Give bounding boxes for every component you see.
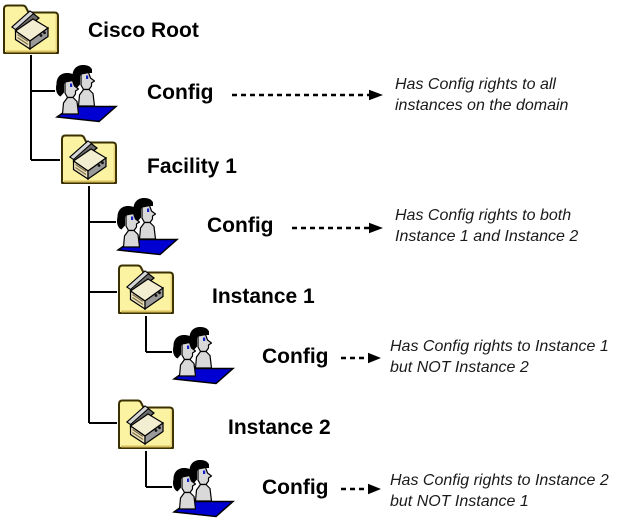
config-group-label: Config	[147, 81, 214, 104]
annotation-line-2: but NOT Instance 2	[390, 359, 529, 376]
user-group-icon	[55, 60, 119, 124]
dashed-arrow	[341, 352, 381, 364]
folder-icon-cisco-root	[2, 2, 60, 56]
annotation-line-1: Has Config rights to all	[395, 76, 556, 93]
config-group-label: Config	[262, 476, 329, 499]
annotation-line-2: Instance 1 and Instance 2	[395, 228, 579, 245]
config-rights-annotation: Has Config rights to both Instance 1 and…	[395, 205, 578, 247]
config-group-label: Config	[262, 345, 329, 368]
node-label-instance-1: Instance 1	[212, 285, 315, 308]
config-rights-annotation: Has Config rights to all instances on th…	[395, 74, 568, 116]
dashed-arrow	[232, 89, 383, 101]
annotation-line-2: instances on the domain	[395, 97, 569, 114]
annotation-line-2: but NOT Instance 1	[390, 493, 529, 510]
annotation-line-1: Has Config rights to both	[395, 207, 572, 224]
config-rights-annotation: Has Config rights to Instance 1 but NOT …	[390, 336, 609, 378]
folder-icon-facility-1	[60, 132, 118, 186]
folder-icon-instance-1	[117, 262, 175, 316]
dashed-arrow	[292, 222, 383, 234]
folder-icon-instance-2	[117, 397, 175, 451]
user-group-icon	[116, 193, 180, 257]
node-label-cisco-root: Cisco Root	[88, 19, 199, 42]
node-label-facility-1: Facility 1	[147, 155, 237, 178]
config-rights-annotation: Has Config rights to Instance 2 but NOT …	[390, 470, 609, 512]
node-label-instance-2: Instance 2	[228, 416, 331, 439]
config-group-label: Config	[207, 214, 274, 237]
user-group-icon	[172, 455, 236, 519]
annotation-line-1: Has Config rights to Instance 2	[390, 472, 609, 489]
user-group-icon	[172, 322, 236, 386]
tree-branch-lines	[30, 55, 172, 488]
dashed-arrow	[341, 483, 381, 495]
annotation-line-1: Has Config rights to Instance 1	[390, 338, 609, 355]
